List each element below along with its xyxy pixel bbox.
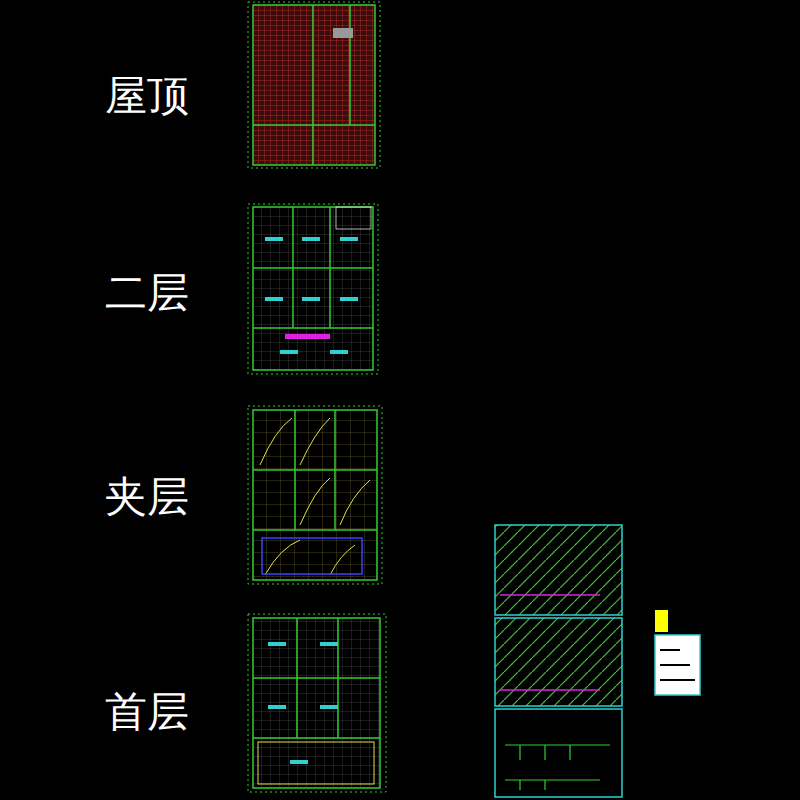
room-tag: [302, 297, 320, 301]
floor-label: 夹层: [105, 476, 189, 518]
room-tag: [320, 642, 338, 646]
zone-outline: [262, 538, 362, 574]
room-tag: [268, 642, 286, 646]
dim-line: [248, 614, 386, 792]
sheet: [495, 525, 622, 615]
floor-label: 二层: [105, 272, 189, 314]
room-tag: [280, 350, 298, 354]
dim-line: [248, 204, 378, 374]
second-floor-plan: [248, 204, 378, 374]
floor-axis: [253, 410, 377, 530]
floor-label: 屋顶: [105, 75, 189, 117]
room-tag: [340, 297, 358, 301]
floor-axis: [253, 207, 373, 328]
sheet: [495, 618, 622, 706]
room-tag: [290, 760, 308, 764]
pipe-run: [260, 418, 370, 575]
note-table: [336, 207, 371, 229]
floor-grid: [253, 207, 373, 370]
index-table: [655, 635, 700, 695]
system-sheets: [495, 525, 622, 797]
room-tag: [340, 237, 358, 241]
zone-outline: [258, 742, 374, 784]
pipe-bar: [285, 334, 330, 339]
floor-label: 首层: [105, 691, 189, 733]
room-tag: [268, 705, 286, 709]
title-block: [655, 610, 700, 695]
table-rows: [660, 650, 695, 680]
room-tags: [265, 237, 358, 354]
ground-floor-plan: [248, 614, 386, 792]
floor-grid: [253, 618, 380, 788]
sheet: [495, 709, 622, 797]
dim-line: [248, 2, 380, 168]
dim-line: [248, 406, 382, 584]
room-tag: [265, 237, 283, 241]
roof-ground: [253, 5, 375, 165]
floor-grid: [253, 410, 377, 580]
roof-hatch: [333, 28, 353, 38]
yellow-block: [655, 610, 668, 632]
roof-grid: [253, 5, 375, 165]
floor-axis: [253, 618, 380, 738]
room-tag: [302, 237, 320, 241]
mezzanine-plan: [248, 406, 382, 584]
room-tag: [330, 350, 348, 354]
roof-axis: [253, 5, 375, 165]
room-tag: [265, 297, 283, 301]
pipe-run: [500, 595, 600, 690]
roof-plan: [248, 2, 380, 168]
pipe-run: [505, 745, 610, 790]
room-tag: [320, 705, 338, 709]
room-tags: [268, 642, 338, 764]
